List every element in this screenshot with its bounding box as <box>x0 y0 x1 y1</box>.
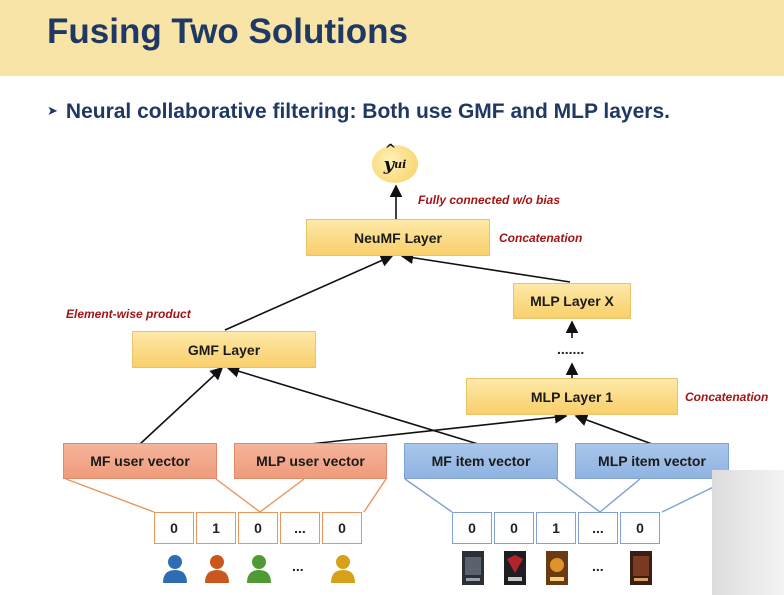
user-icon <box>331 555 355 583</box>
user-onehot-cell: ... <box>280 512 320 544</box>
item-onehot-cell: 1 <box>536 512 576 544</box>
output-node: yui <box>372 142 418 183</box>
fan-user-mid <box>215 478 305 513</box>
bullet-arrow-icon: ➤ <box>47 103 58 118</box>
item-icons-ellipsis: ... <box>592 558 604 574</box>
element-wise-note: Element-wise product <box>66 307 191 321</box>
poster-icon <box>630 551 652 585</box>
user-icon <box>205 555 229 583</box>
slide-title: Fusing Two Solutions <box>47 12 408 51</box>
user-icon <box>247 555 271 583</box>
poster-icon <box>546 551 568 585</box>
output-symbol: y <box>384 142 397 175</box>
arrow-mfitem-to-gmf <box>226 365 479 445</box>
arrow-mfuser-to-gmf <box>139 366 224 445</box>
corner-overlay <box>712 470 784 595</box>
user-onehot-cell: 1 <box>196 512 236 544</box>
arrow-mlpitem-to-mlp1 <box>574 413 653 445</box>
output-subscript: ui <box>394 157 407 171</box>
item-onehot-cell: 0 <box>620 512 660 544</box>
gmf-layer: GMF Layer <box>132 331 316 368</box>
mlp-user-vector: MLP user vector <box>234 443 387 479</box>
item-onehot-cell: 0 <box>452 512 492 544</box>
bullet-text: Neural collaborative filtering: Both use… <box>65 100 670 123</box>
item-onehot-cell: ... <box>578 512 618 544</box>
title-bar: Fusing Two Solutions <box>0 0 784 76</box>
arrow-mlpuser-to-mlp1 <box>309 410 568 445</box>
mf-item-vector: MF item vector <box>404 443 558 479</box>
fan-item-left <box>404 478 453 513</box>
user-icons-ellipsis: ... <box>292 558 304 574</box>
mlp-ellipsis: ....... <box>557 341 585 357</box>
mlp-item-vector: MLP item vector <box>575 443 729 479</box>
poster-icon <box>504 551 526 585</box>
user-onehot-cell: 0 <box>322 512 362 544</box>
arrow-mlpx-to-neumf <box>400 251 571 283</box>
fan-user-right <box>363 478 387 513</box>
bullet-line: ➤ Neural collaborative filtering: Both us… <box>47 100 670 124</box>
user-onehot-cell: 0 <box>238 512 278 544</box>
arrow-gmf-to-neumf <box>224 254 394 331</box>
mf-user-vector: MF user vector <box>63 443 217 479</box>
concatenation-note-mid: Concatenation <box>685 390 769 404</box>
concatenation-note-top: Concatenation <box>499 231 583 245</box>
mlp-layer-1: MLP Layer 1 <box>466 378 678 415</box>
mlp-layer-x: MLP Layer X <box>513 283 631 319</box>
item-onehot-cell: 0 <box>494 512 534 544</box>
fully-connected-note: Fully connected w/o bias <box>418 193 561 207</box>
fan-item-mid <box>555 478 641 513</box>
neumf-layer: NeuMF Layer <box>306 219 490 256</box>
poster-icon <box>462 551 484 585</box>
user-onehot-cell: 0 <box>154 512 194 544</box>
user-icon <box>163 555 187 583</box>
fan-user-left <box>65 478 155 513</box>
